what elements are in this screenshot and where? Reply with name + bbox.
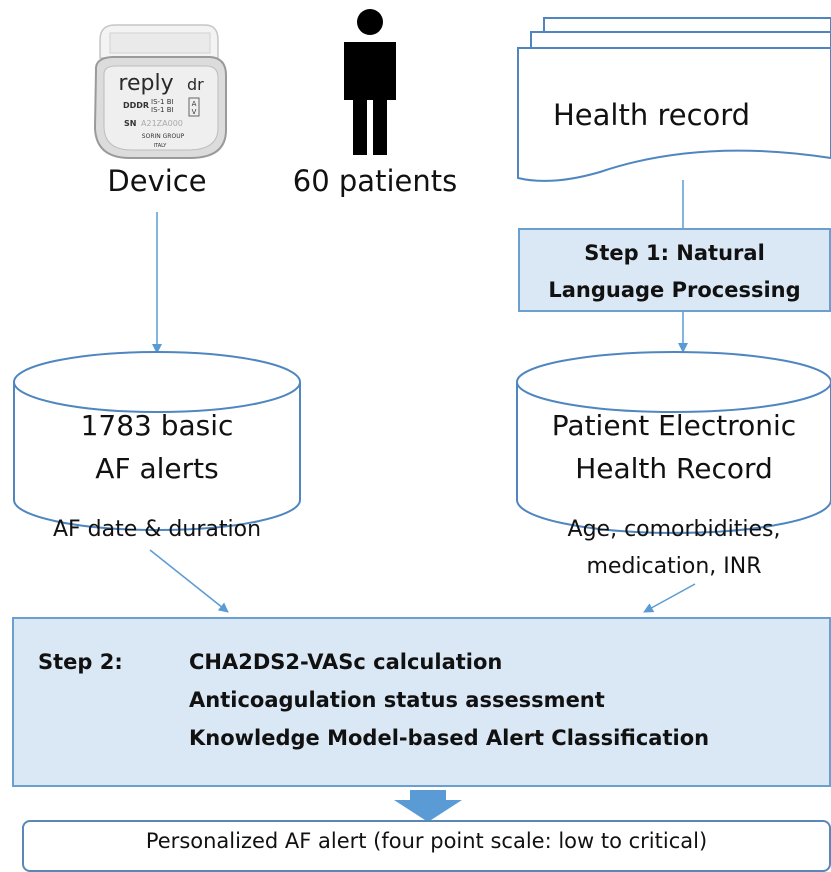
step2-item: Knowledge Model-based Alert Classificati… [189, 726, 710, 750]
af-alerts-title-line1: 1783 basic [80, 409, 234, 442]
step1-line1: Step 1: Natural [584, 241, 765, 265]
person-icon [344, 9, 396, 155]
step1-box [518, 228, 831, 312]
patients-label: 60 patients [292, 164, 458, 198]
device-maker: SORIN GROUP [142, 133, 185, 140]
af-alerts-caption: AF date & duration [52, 517, 262, 542]
health-record-label: Health record [553, 98, 751, 132]
device-port-a: A [192, 100, 197, 108]
af-alerts-title-line2: AF alerts [95, 452, 219, 485]
step2-title: Step 2: [38, 650, 123, 674]
ehr-database [516, 351, 831, 534]
step2-item: CHA2DS2-VASc calculation [189, 650, 503, 674]
personalized-alert-label: Personalized AF alert (four point scale:… [145, 829, 708, 853]
step2-box [12, 617, 831, 787]
ehr-caption-line2: medication, INR [586, 554, 762, 579]
af-alerts-database [13, 351, 301, 531]
device-serial: A21ZA000 [141, 119, 183, 128]
health-record-document-icon [517, 17, 831, 182]
step1-line2: Language Processing [548, 278, 801, 302]
ehr-title-line1: Patient Electronic [551, 409, 797, 442]
step2-to-output-block-arrow [394, 790, 462, 822]
ehr-to-step2-arrow [643, 583, 696, 613]
device-port-v: V [192, 108, 197, 116]
pacemaker-device-icon [93, 24, 227, 159]
ehr-title-line2: Health Record [575, 452, 773, 485]
device-model: dr [187, 75, 204, 94]
device-mode: DDDR [123, 101, 149, 110]
device-label: Device [107, 164, 207, 198]
ehr-caption-line1: Age, comorbidities, [567, 517, 781, 542]
device-line2: IS-1 BI [151, 106, 174, 114]
device-country: ITALY [154, 143, 168, 149]
device-serial-prefix: SN [124, 119, 136, 128]
step2-item: Anticoagulation status assessment [189, 688, 605, 712]
device-line1: IS-1 BI [151, 98, 174, 106]
personalized-alert-box [22, 820, 831, 872]
device-brand: reply [118, 71, 173, 96]
alerts-to-step2-arrow [149, 549, 229, 613]
